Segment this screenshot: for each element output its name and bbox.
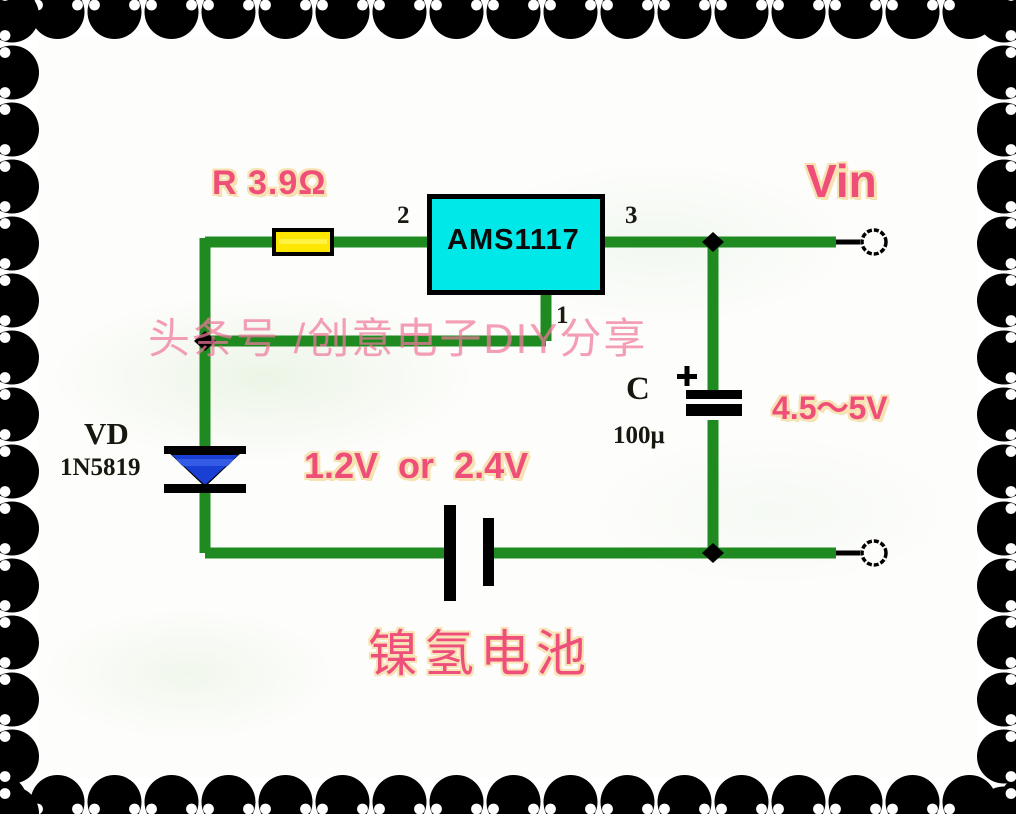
diode-designator-label: VD xyxy=(84,416,129,451)
junction-bottom-right xyxy=(702,543,724,563)
battery-voltage-label: 1.2V or 2.4V xyxy=(304,445,529,486)
diode-symbol xyxy=(164,446,246,493)
vin-label: Vin xyxy=(806,155,877,207)
terminal-vin-negative xyxy=(860,539,888,567)
ic-label: AMS1117 xyxy=(447,224,580,256)
output-voltage-label: 4.5〜5V xyxy=(772,390,888,426)
capacitor-value-label: 100μ xyxy=(613,422,665,449)
capacitor-symbol xyxy=(677,366,742,416)
resistor-value-label: R 3.9Ω xyxy=(212,164,327,202)
capacitor-designator-label: C xyxy=(626,371,650,407)
wire-network xyxy=(199,236,836,559)
ic-pin-1-label: 1 xyxy=(556,302,569,329)
ic-pin-2-label: 2 xyxy=(397,202,410,229)
ic-symbol xyxy=(427,194,605,295)
junction-top-right xyxy=(702,232,724,252)
junction-dots xyxy=(194,232,724,563)
battery-symbol xyxy=(444,505,494,601)
paper-tint xyxy=(38,36,978,778)
junction-mid-left xyxy=(194,331,216,351)
diode-partnumber-label: 1N5819 xyxy=(60,454,141,481)
diagram-canvas xyxy=(38,36,978,778)
terminal-vin-positive xyxy=(860,228,888,256)
resistor-symbol xyxy=(272,228,334,256)
battery-caption: 镍氢电池 xyxy=(368,625,592,683)
output-terminals xyxy=(836,228,888,567)
ic-pin-3-label: 3 xyxy=(625,202,638,229)
